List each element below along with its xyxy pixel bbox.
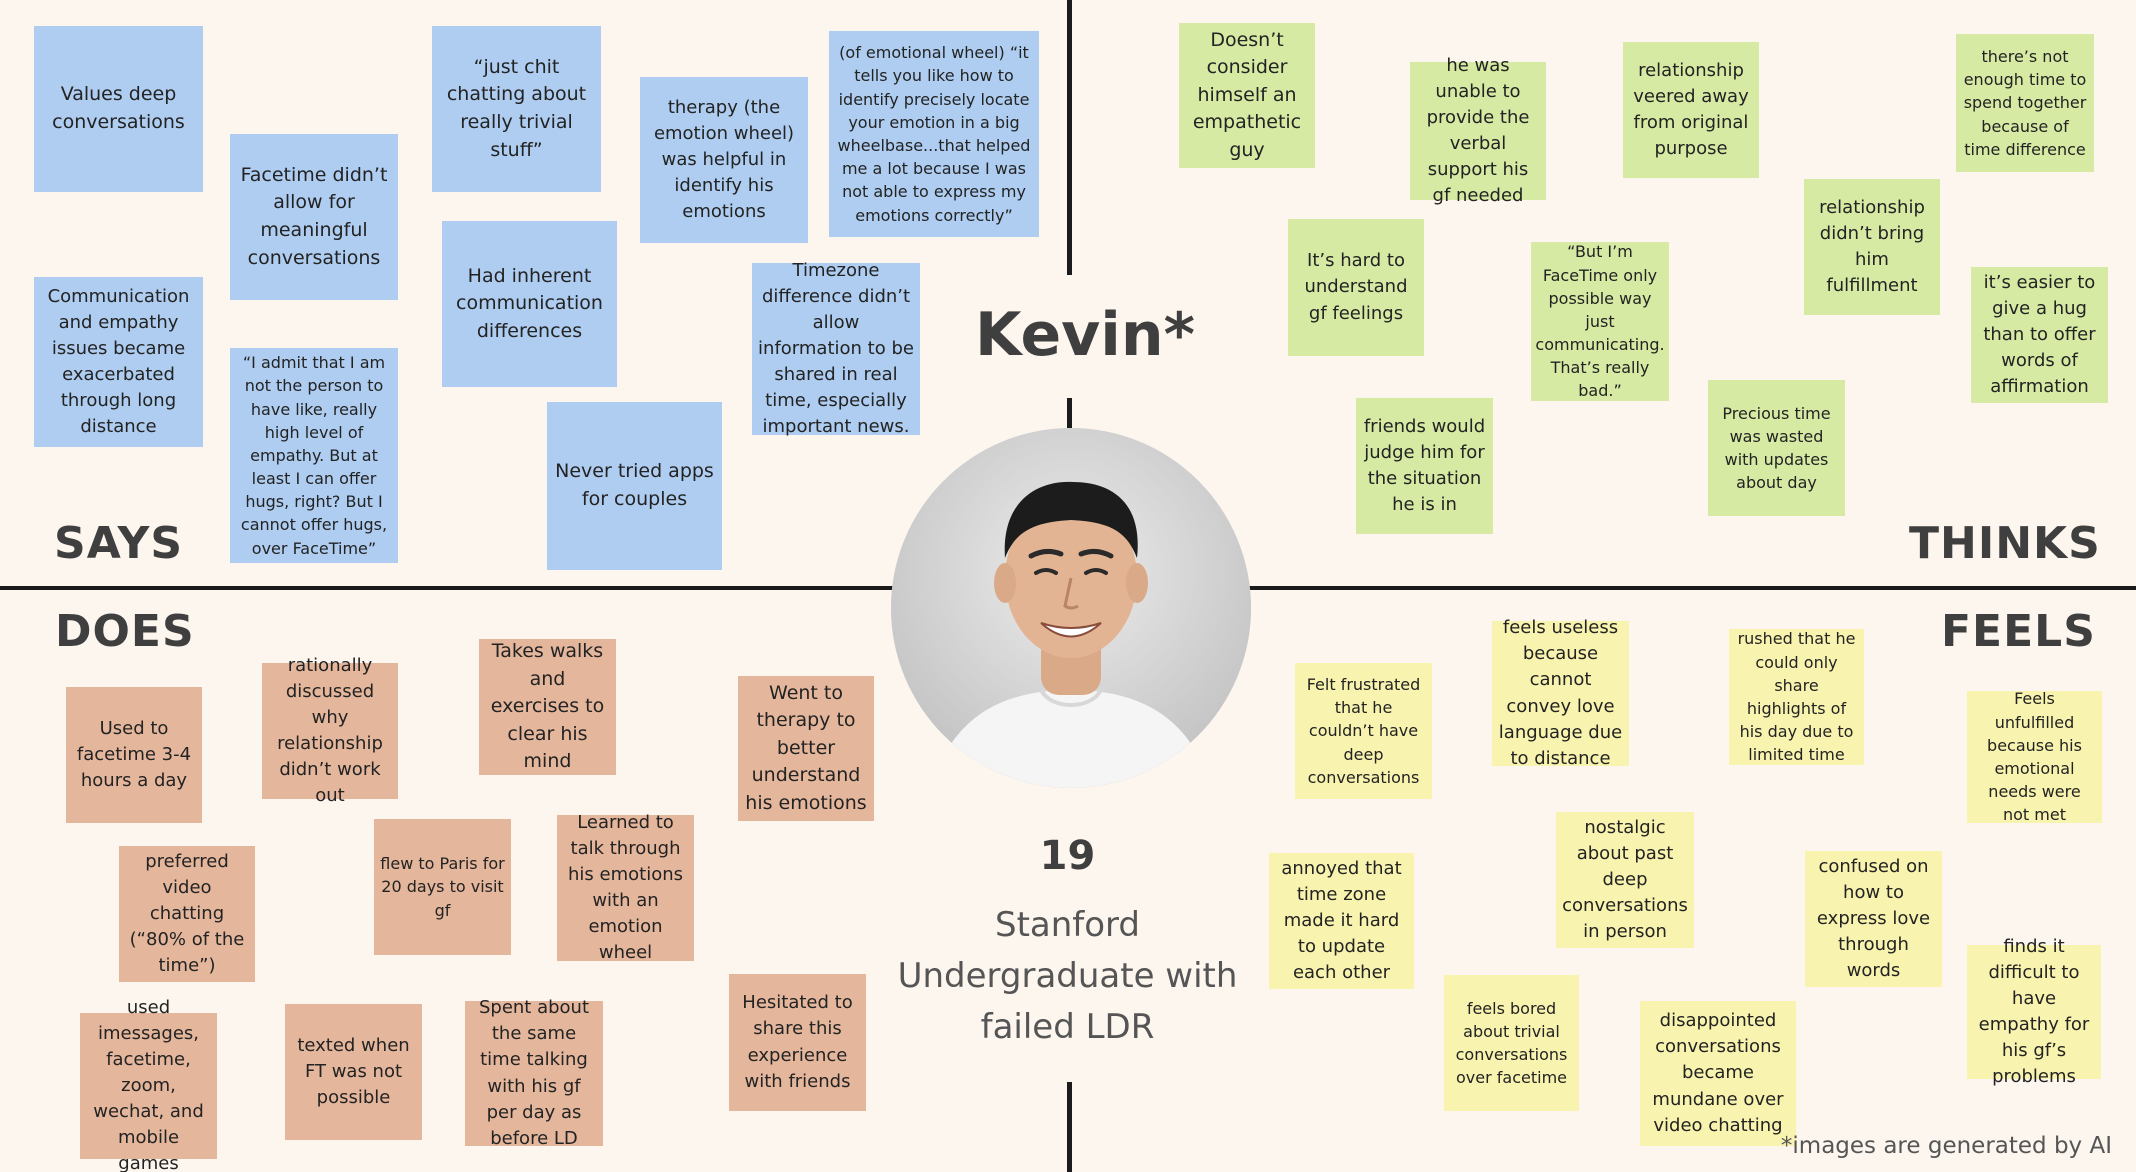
does-note: Learned to talk through his emotions wit… (557, 812, 694, 963)
does-note: texted when FT was not possible (285, 1004, 422, 1140)
says-note: Timezone difference didn’t allow informa… (752, 260, 920, 437)
portrait-photo-icon (891, 428, 1251, 788)
thinks-note: friends would judge him for the situatio… (1356, 398, 1493, 534)
feels-quadrant-label: FEELS (1941, 606, 2096, 657)
does-note: used imessages, facetime, zoom, wechat, … (80, 997, 217, 1172)
persona-name: Kevin* (975, 300, 1195, 370)
says-note: “I admit that I am not the person to hav… (230, 348, 398, 563)
vertical-divider-middle (1067, 398, 1072, 428)
says-note: Communication and empathy issues became … (34, 277, 203, 447)
does-note: Went to therapy to better understand his… (738, 676, 874, 821)
feels-note: feels useless because cannot convey love… (1492, 617, 1629, 769)
thinks-note: he was unable to provide the verbal supp… (1410, 55, 1546, 206)
thinks-note: Precious time was wasted with updates ab… (1708, 380, 1845, 516)
thinks-note: it’s easier to give a hug than to offer … (1971, 267, 2108, 403)
persona-description: Stanford Undergraduate with failed LDR (897, 905, 1238, 1047)
feels-note: confused on how to express love through … (1805, 851, 1942, 987)
says-note: Never tried apps for couples (547, 402, 722, 570)
feels-note: feels bored about trivial conversations … (1444, 975, 1579, 1111)
feels-note: disappointed conversations became mundan… (1640, 1001, 1796, 1146)
thinks-note: relationship didn’t bring him fulfillmen… (1804, 179, 1940, 315)
feels-note: Feels unfulfilled because his emotional … (1967, 689, 2102, 824)
thinks-note: there’s not enough time to spend togethe… (1956, 34, 2094, 172)
says-quadrant-label: SAYS (54, 518, 184, 569)
feels-note: Felt frustrated that he couldn’t have de… (1295, 663, 1432, 799)
says-note: Had inherent communication differences (442, 221, 617, 387)
does-note: rationally discussed why relationship di… (262, 655, 398, 806)
does-note: Hesitated to share this experience with … (729, 974, 866, 1111)
does-note: Takes walks and exercises to clear his m… (479, 639, 616, 775)
feels-note: nostalgic about past deep conversations … (1556, 812, 1694, 948)
says-note: Facetime didn’t allow for meaningful con… (230, 134, 398, 300)
thinks-quadrant-label: THINKS (1909, 518, 2101, 569)
thinks-note: “But I’m FaceTime only possible way just… (1531, 242, 1669, 401)
thinks-note: relationship veered away from original p… (1623, 42, 1759, 178)
feels-note: annoyed that time zone made it hard to u… (1269, 853, 1414, 989)
thinks-note: Doesn’t consider himself an empathetic g… (1179, 23, 1315, 168)
says-note: Values deep conversations (34, 26, 203, 192)
ai-image-disclaimer: *images are generated by AI (1780, 1133, 2112, 1159)
vertical-divider-bottom (1067, 1082, 1072, 1172)
feels-note: finds it difficult to have empathy for h… (1967, 936, 2101, 1087)
does-quadrant-label: DOES (55, 606, 195, 657)
does-note: preferred video chatting (“80% of the ti… (119, 846, 255, 982)
persona-avatar (891, 428, 1251, 788)
does-note: Used to facetime 3-4 hours a day (66, 687, 202, 823)
says-note: “just chit chatting about really trivial… (432, 26, 601, 192)
says-note: (of emotional wheel) “it tells you like … (829, 31, 1039, 237)
vertical-divider-top (1067, 0, 1072, 275)
thinks-note: It’s hard to understand gf feelings (1288, 219, 1424, 356)
does-note: flew to Paris for 20 days to visit gf (374, 819, 511, 955)
feels-note: rushed that he could only share highligh… (1729, 629, 1864, 765)
persona-age: 19 (1039, 833, 1096, 879)
says-note: therapy (the emotion wheel) was helpful … (640, 77, 808, 243)
does-note: Spent about the same time talking with h… (465, 997, 603, 1149)
